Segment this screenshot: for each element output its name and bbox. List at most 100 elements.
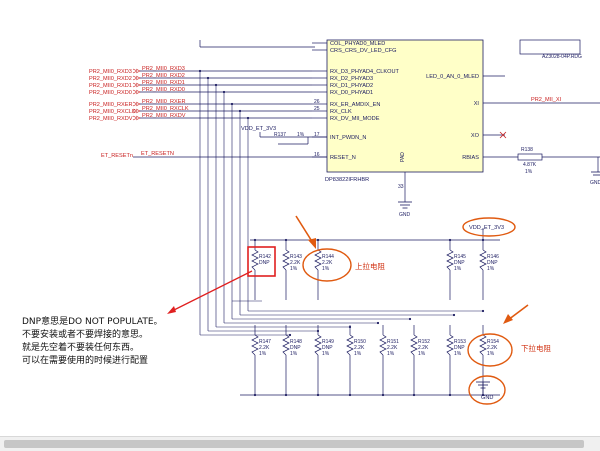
- net-label-outer: PR2_MII0_RXD3: [89, 69, 132, 75]
- gnd-highlight-ellipse: [468, 375, 506, 405]
- chip-pad-label: PAD: [400, 152, 406, 162]
- resistor-value: 2.2K: [418, 345, 429, 351]
- junction-dot: [481, 393, 485, 397]
- chip-pin-name: INT_PWDN_N: [330, 135, 366, 141]
- resistor-ref: R144: [322, 254, 334, 260]
- resistor-tolerance: 1%: [290, 351, 298, 357]
- rbias-gnd-symbol: GND: [590, 171, 600, 186]
- net-label-inner: PR2_MII0_RXCLK: [142, 106, 189, 112]
- net-label-inner: PR2_MII0_RXD0: [142, 87, 185, 93]
- resistor-zigzag: [410, 334, 418, 356]
- resistor-ref: R153: [454, 339, 466, 345]
- chip-pin-name: LED_0_AN_0_MLED: [426, 74, 479, 80]
- resistor-ref: R151: [387, 339, 399, 345]
- svg-text:4.87K: 4.87K: [523, 162, 537, 168]
- junction-dot: [376, 321, 380, 325]
- net-label-outer: PR2_MII0_RXD0: [89, 90, 132, 96]
- note-line: 就是先空着不要装任何东西。: [22, 343, 140, 353]
- junction-dot: [381, 393, 385, 397]
- resistor-ref: R145: [454, 254, 466, 260]
- chip-pin-number: 17: [314, 132, 320, 138]
- chip-gnd-symbol: GND: [398, 201, 412, 218]
- net-label-inner: PR2_MII0_RXD2: [142, 73, 185, 79]
- resistor-value: DNP: [454, 345, 465, 351]
- resistor-tolerance: 1%: [454, 266, 462, 272]
- svg-text:GND: GND: [590, 180, 600, 186]
- chip-pin-name: RESET_N: [330, 155, 356, 161]
- junction-dot: [412, 393, 416, 397]
- chip-pin-name: RBIAS: [462, 155, 479, 161]
- vdd-highlight-ellipse: [462, 217, 516, 237]
- resistor-zigzag: [314, 334, 322, 356]
- junction-dot: [284, 238, 288, 242]
- note-line: DNP意思是DO NOT POPULATE。: [22, 317, 163, 327]
- junction-dot: [316, 393, 320, 397]
- chip-pin-name: RX_CLK: [330, 109, 352, 115]
- junction-dot: [284, 393, 288, 397]
- chip-left-pins: COL_PHYAD0_MLEDCRS_CRS_DV_LED_CFGRX_D3_P…: [312, 41, 399, 161]
- net-label-inner: PR2_MII0_RXDV: [142, 113, 186, 119]
- resistor-ref: R152: [418, 339, 430, 345]
- note-line: 可以在需要使用的时候进行配置: [22, 356, 149, 366]
- no-connect-marker: [499, 131, 507, 139]
- r138-resistor: R138 4.87K 1%: [517, 147, 543, 175]
- strap-wires: [198, 69, 485, 337]
- net-label-inner: PR2_MII0_RXER: [142, 99, 186, 105]
- reset-net-outer: ET_RESETn: [101, 153, 133, 159]
- pad-pin-number: 33: [398, 184, 404, 190]
- resistor-tolerance: 1%: [354, 351, 362, 357]
- junction-dot: [253, 238, 257, 242]
- junction-dot: [222, 90, 226, 94]
- chip-pin-name: RX_DV_MII_MODE: [330, 116, 380, 122]
- net-label-outer: PR2_MII0_RXD2: [89, 76, 132, 82]
- resistor-value: 2.2K: [290, 260, 301, 266]
- pullup-resistors: R142DNPR1432.2K1%R1442.2K1%R145DNP1%R146…: [251, 238, 499, 300]
- dnp-explanation-note: DNP意思是DO NOT POPULATE。 不要安装或者不要焊接的意思。 就是…: [22, 316, 222, 368]
- net-port-arrow: [132, 75, 141, 81]
- net-label-outer: PR2_MII0_RXCLK: [89, 109, 136, 115]
- horizontal-scrollbar[interactable]: [0, 436, 600, 451]
- junction-dot: [348, 393, 352, 397]
- resistor-zigzag: [251, 249, 259, 271]
- chip-pin-number: 16: [314, 152, 320, 158]
- resistor-ref: R149: [322, 339, 334, 345]
- scrollbar-thumb[interactable]: [4, 440, 584, 448]
- gnd-label: GND: [481, 395, 493, 401]
- junction-dot: [230, 102, 234, 106]
- resistor-ref: R148: [290, 339, 302, 345]
- resistor-zigzag: [379, 334, 387, 356]
- schematic-canvas: AZ3028-04P.RDG DP83822IFRHBR PAD 33 GND …: [89, 39, 600, 405]
- net-port-arrow: [132, 101, 141, 107]
- resistor-ref: R146: [487, 254, 499, 260]
- int-pullup-value: 1%: [297, 132, 305, 138]
- resistor-zigzag: [479, 334, 487, 356]
- chip-pin-number: 26: [314, 99, 320, 105]
- phy-chip-body: [326, 39, 484, 173]
- pullup-annotation: 上拉电阻: [355, 261, 385, 271]
- chip-pin-name: RX_D0_PHYAD1: [330, 90, 373, 96]
- resistor-value: 2.2K: [387, 345, 398, 351]
- junction-dot: [206, 76, 210, 80]
- svg-text:R138: R138: [521, 147, 533, 153]
- resistor-value: DNP: [454, 260, 465, 266]
- r142-highlight-box: [247, 246, 276, 277]
- resistor-value: 2.2K: [259, 345, 270, 351]
- int-supply-label: VDD_ET_3V3: [241, 126, 276, 132]
- chip-gnd-label: GND: [399, 212, 411, 218]
- net-label-outer: PR2_MII0_RXER: [89, 102, 133, 108]
- resistor-tolerance: 1%: [322, 351, 330, 357]
- junction-dot: [246, 116, 250, 120]
- resistor-value: DNP: [290, 345, 301, 351]
- junction-dot: [214, 83, 218, 87]
- chip-pin-name: RX_D1_PHYAD2: [330, 83, 373, 89]
- vdd-label: VDD_ET_3V3: [469, 225, 504, 231]
- junction-dot: [253, 393, 257, 397]
- chip-pin-name: RX_D2_PHYAD3: [330, 76, 373, 82]
- resistor-ref: R147: [259, 339, 271, 345]
- resistor-value: DNP: [487, 260, 498, 266]
- resistor-zigzag: [282, 334, 290, 356]
- resistor-tolerance: 1%: [487, 351, 495, 357]
- junction-dot: [481, 309, 485, 313]
- chip-pin-name: RX_D3_PHYAD4_CLKOUT: [330, 69, 399, 75]
